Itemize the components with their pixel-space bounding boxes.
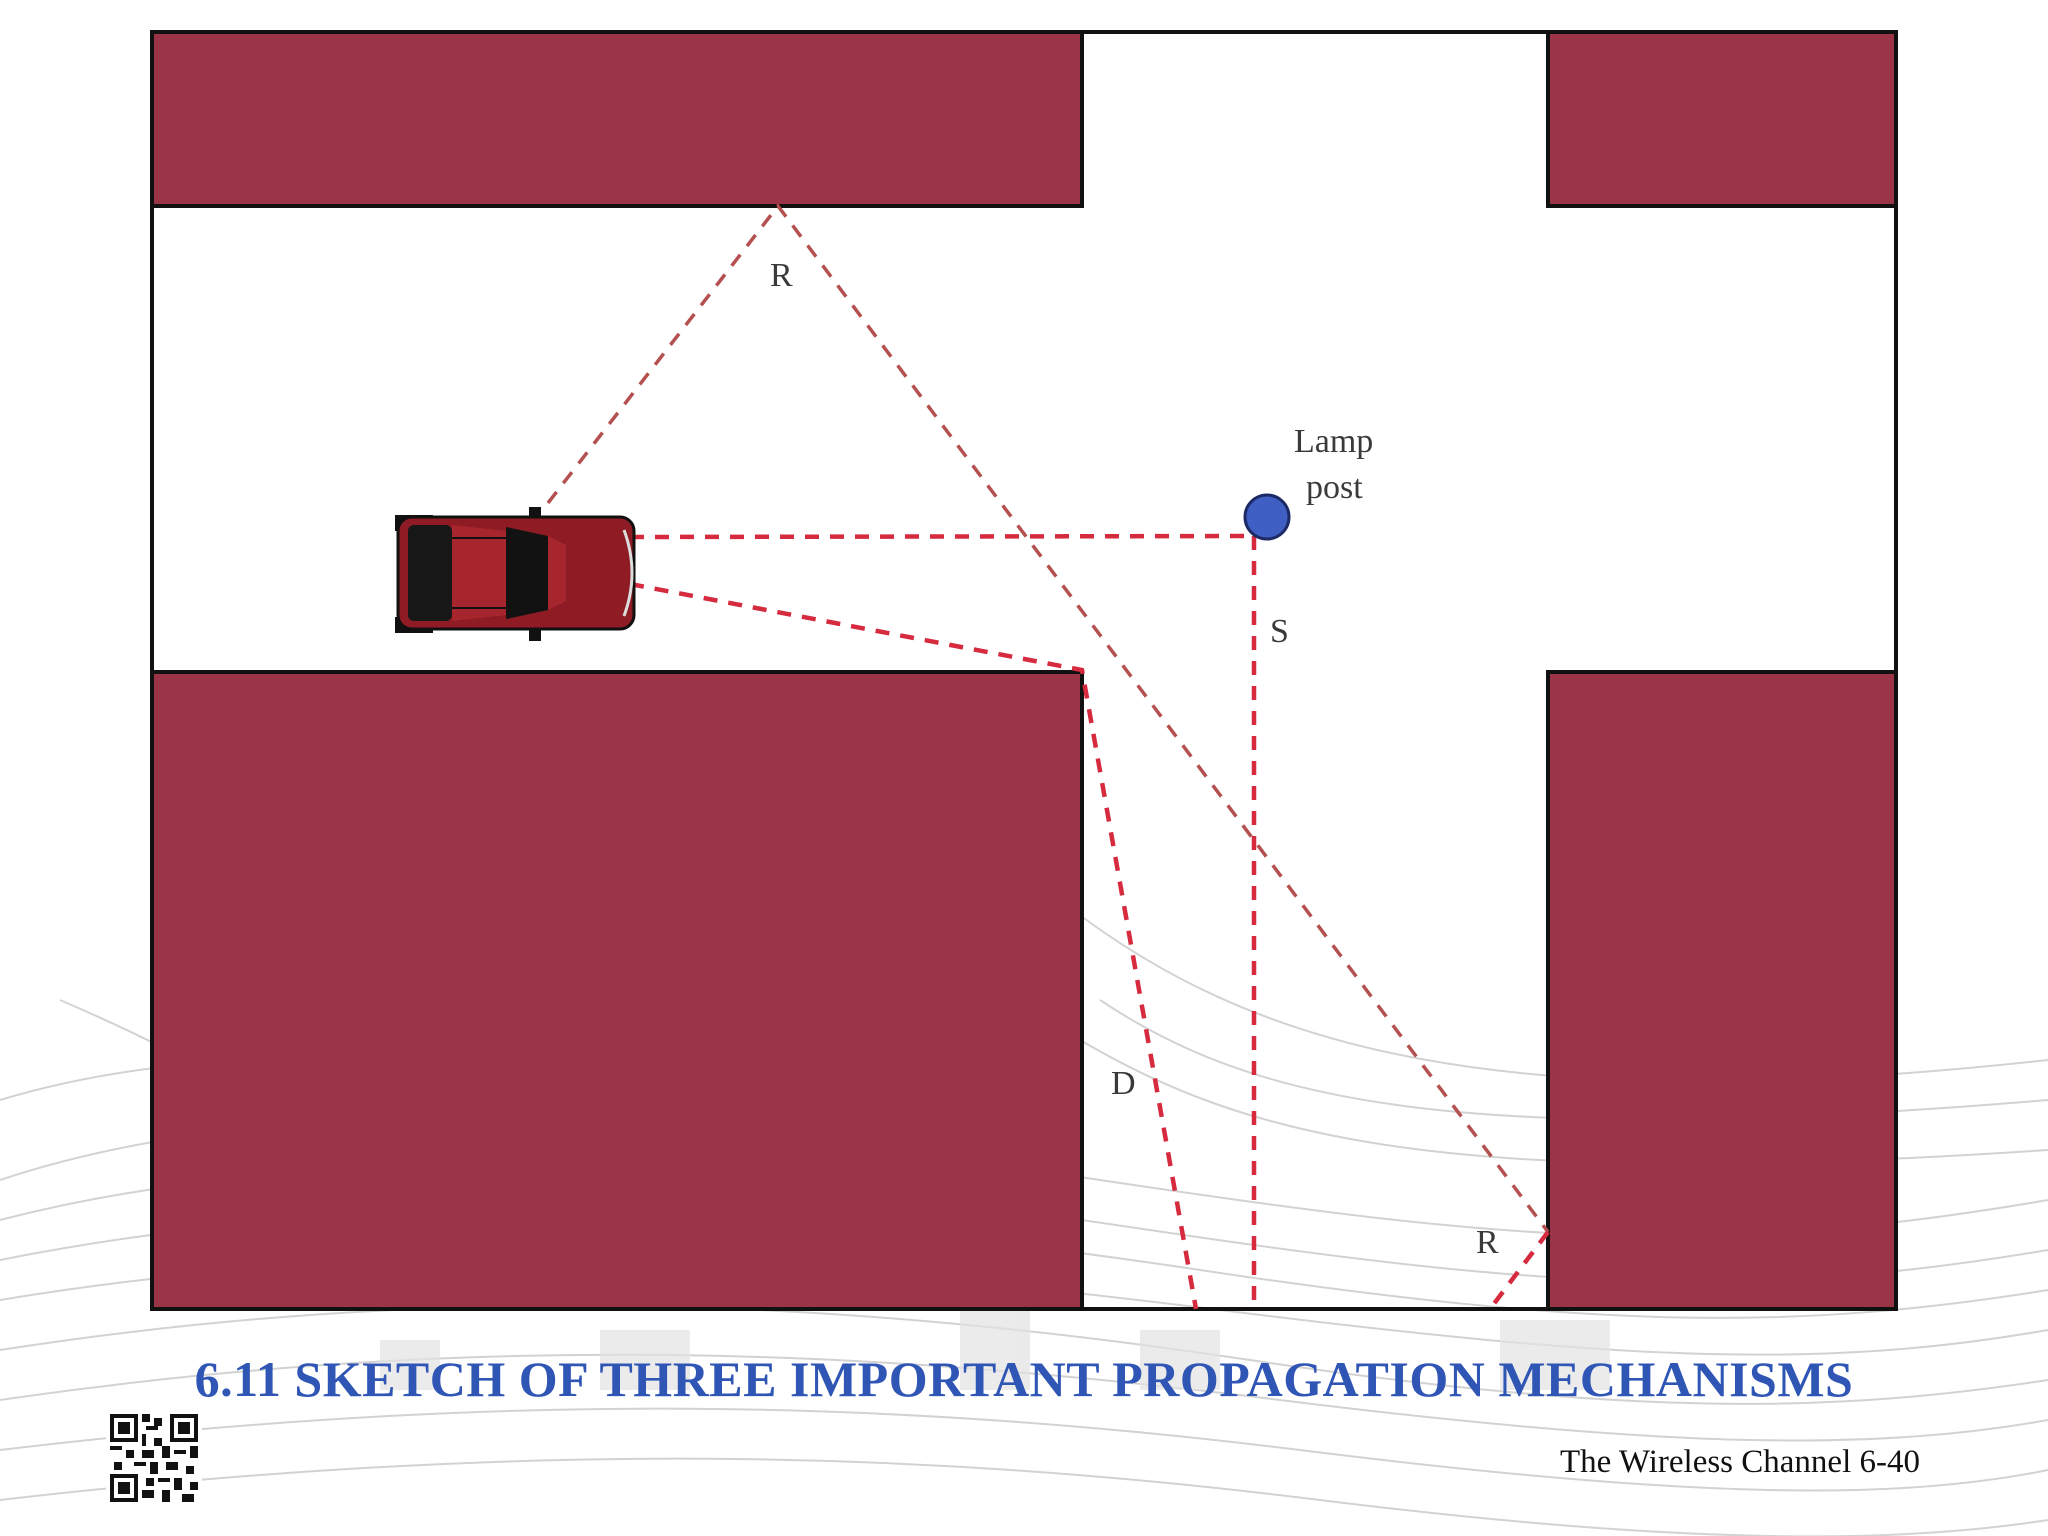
label-scattering: S — [1270, 613, 1289, 650]
diffraction-ray — [629, 581, 1199, 1310]
building-bottom-right — [1546, 670, 1898, 1311]
label-reflection-bottom: R — [1476, 1224, 1499, 1261]
qr-code-icon — [106, 1410, 202, 1506]
reflection-ray-bottom — [1488, 1230, 1550, 1311]
slide-footer: The Wireless Channel 6-40 — [1559, 1444, 1920, 1480]
label-lamp-line1: Lamp — [1294, 423, 1373, 460]
slide-title: 6.11 SKETCH OF THREE IMPORTANT PROPAGATI… — [194, 1351, 1854, 1407]
car-icon — [395, 507, 636, 641]
reflection-ray-top — [546, 203, 1550, 1234]
label-diffraction: D — [1111, 1065, 1136, 1102]
lamp-post-icon — [1243, 493, 1291, 541]
scatter-ray-to-lamp — [629, 533, 1255, 540]
building-top-right — [1546, 30, 1898, 208]
building-bottom-left — [150, 670, 1084, 1311]
label-lamp-line2: post — [1306, 469, 1363, 506]
building-top-left — [150, 30, 1084, 208]
label-reflection-top: R — [770, 257, 793, 294]
